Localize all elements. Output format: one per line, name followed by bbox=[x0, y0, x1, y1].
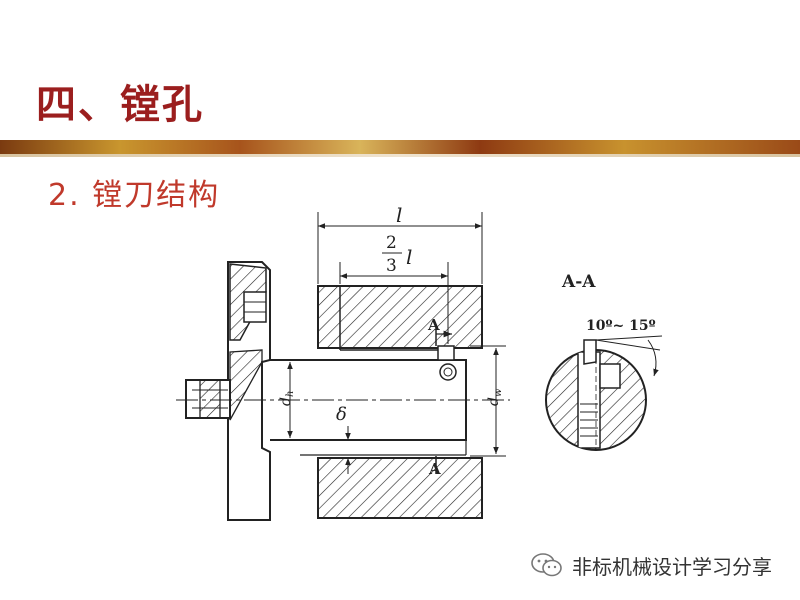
pilot-stub bbox=[185, 379, 231, 419]
watermark: 非标机械设计学习分享 bbox=[530, 550, 772, 580]
label-dw: dw bbox=[486, 388, 504, 406]
clamp-screw bbox=[439, 363, 457, 381]
section-cut-line bbox=[435, 330, 452, 474]
frac-denominator: 3 bbox=[386, 256, 397, 276]
workpiece-top bbox=[317, 285, 483, 349]
workpiece bbox=[317, 285, 483, 519]
dimension-dw bbox=[470, 345, 506, 457]
label-l: l bbox=[396, 203, 402, 227]
tool-holder-flange bbox=[227, 261, 271, 521]
label-dh: dh bbox=[278, 391, 296, 406]
section-mark-top: A bbox=[427, 316, 440, 334]
angle-label: 10º~ 15º bbox=[586, 318, 656, 334]
label-delta: δ bbox=[336, 404, 347, 425]
title-bar bbox=[0, 140, 800, 154]
dimension-two-thirds-l bbox=[339, 252, 449, 344]
workpiece-bottom bbox=[317, 457, 483, 519]
cutter-insert bbox=[437, 345, 457, 381]
slide-title: 四、镗孔 bbox=[36, 82, 204, 128]
slide-subtitle: 2. 镗刀结构 bbox=[48, 178, 221, 213]
wechat-icon bbox=[531, 553, 562, 577]
frac-variable: l bbox=[406, 245, 412, 269]
section-mark-bottom: A bbox=[428, 460, 441, 478]
section-title: A-A bbox=[561, 272, 596, 292]
watermark-text: 非标机械设计学习分享 bbox=[572, 554, 772, 579]
section-view bbox=[545, 335, 663, 451]
frac-numerator: 2 bbox=[386, 233, 397, 253]
dimension-l bbox=[317, 212, 483, 284]
title-bar-shade bbox=[0, 154, 800, 157]
